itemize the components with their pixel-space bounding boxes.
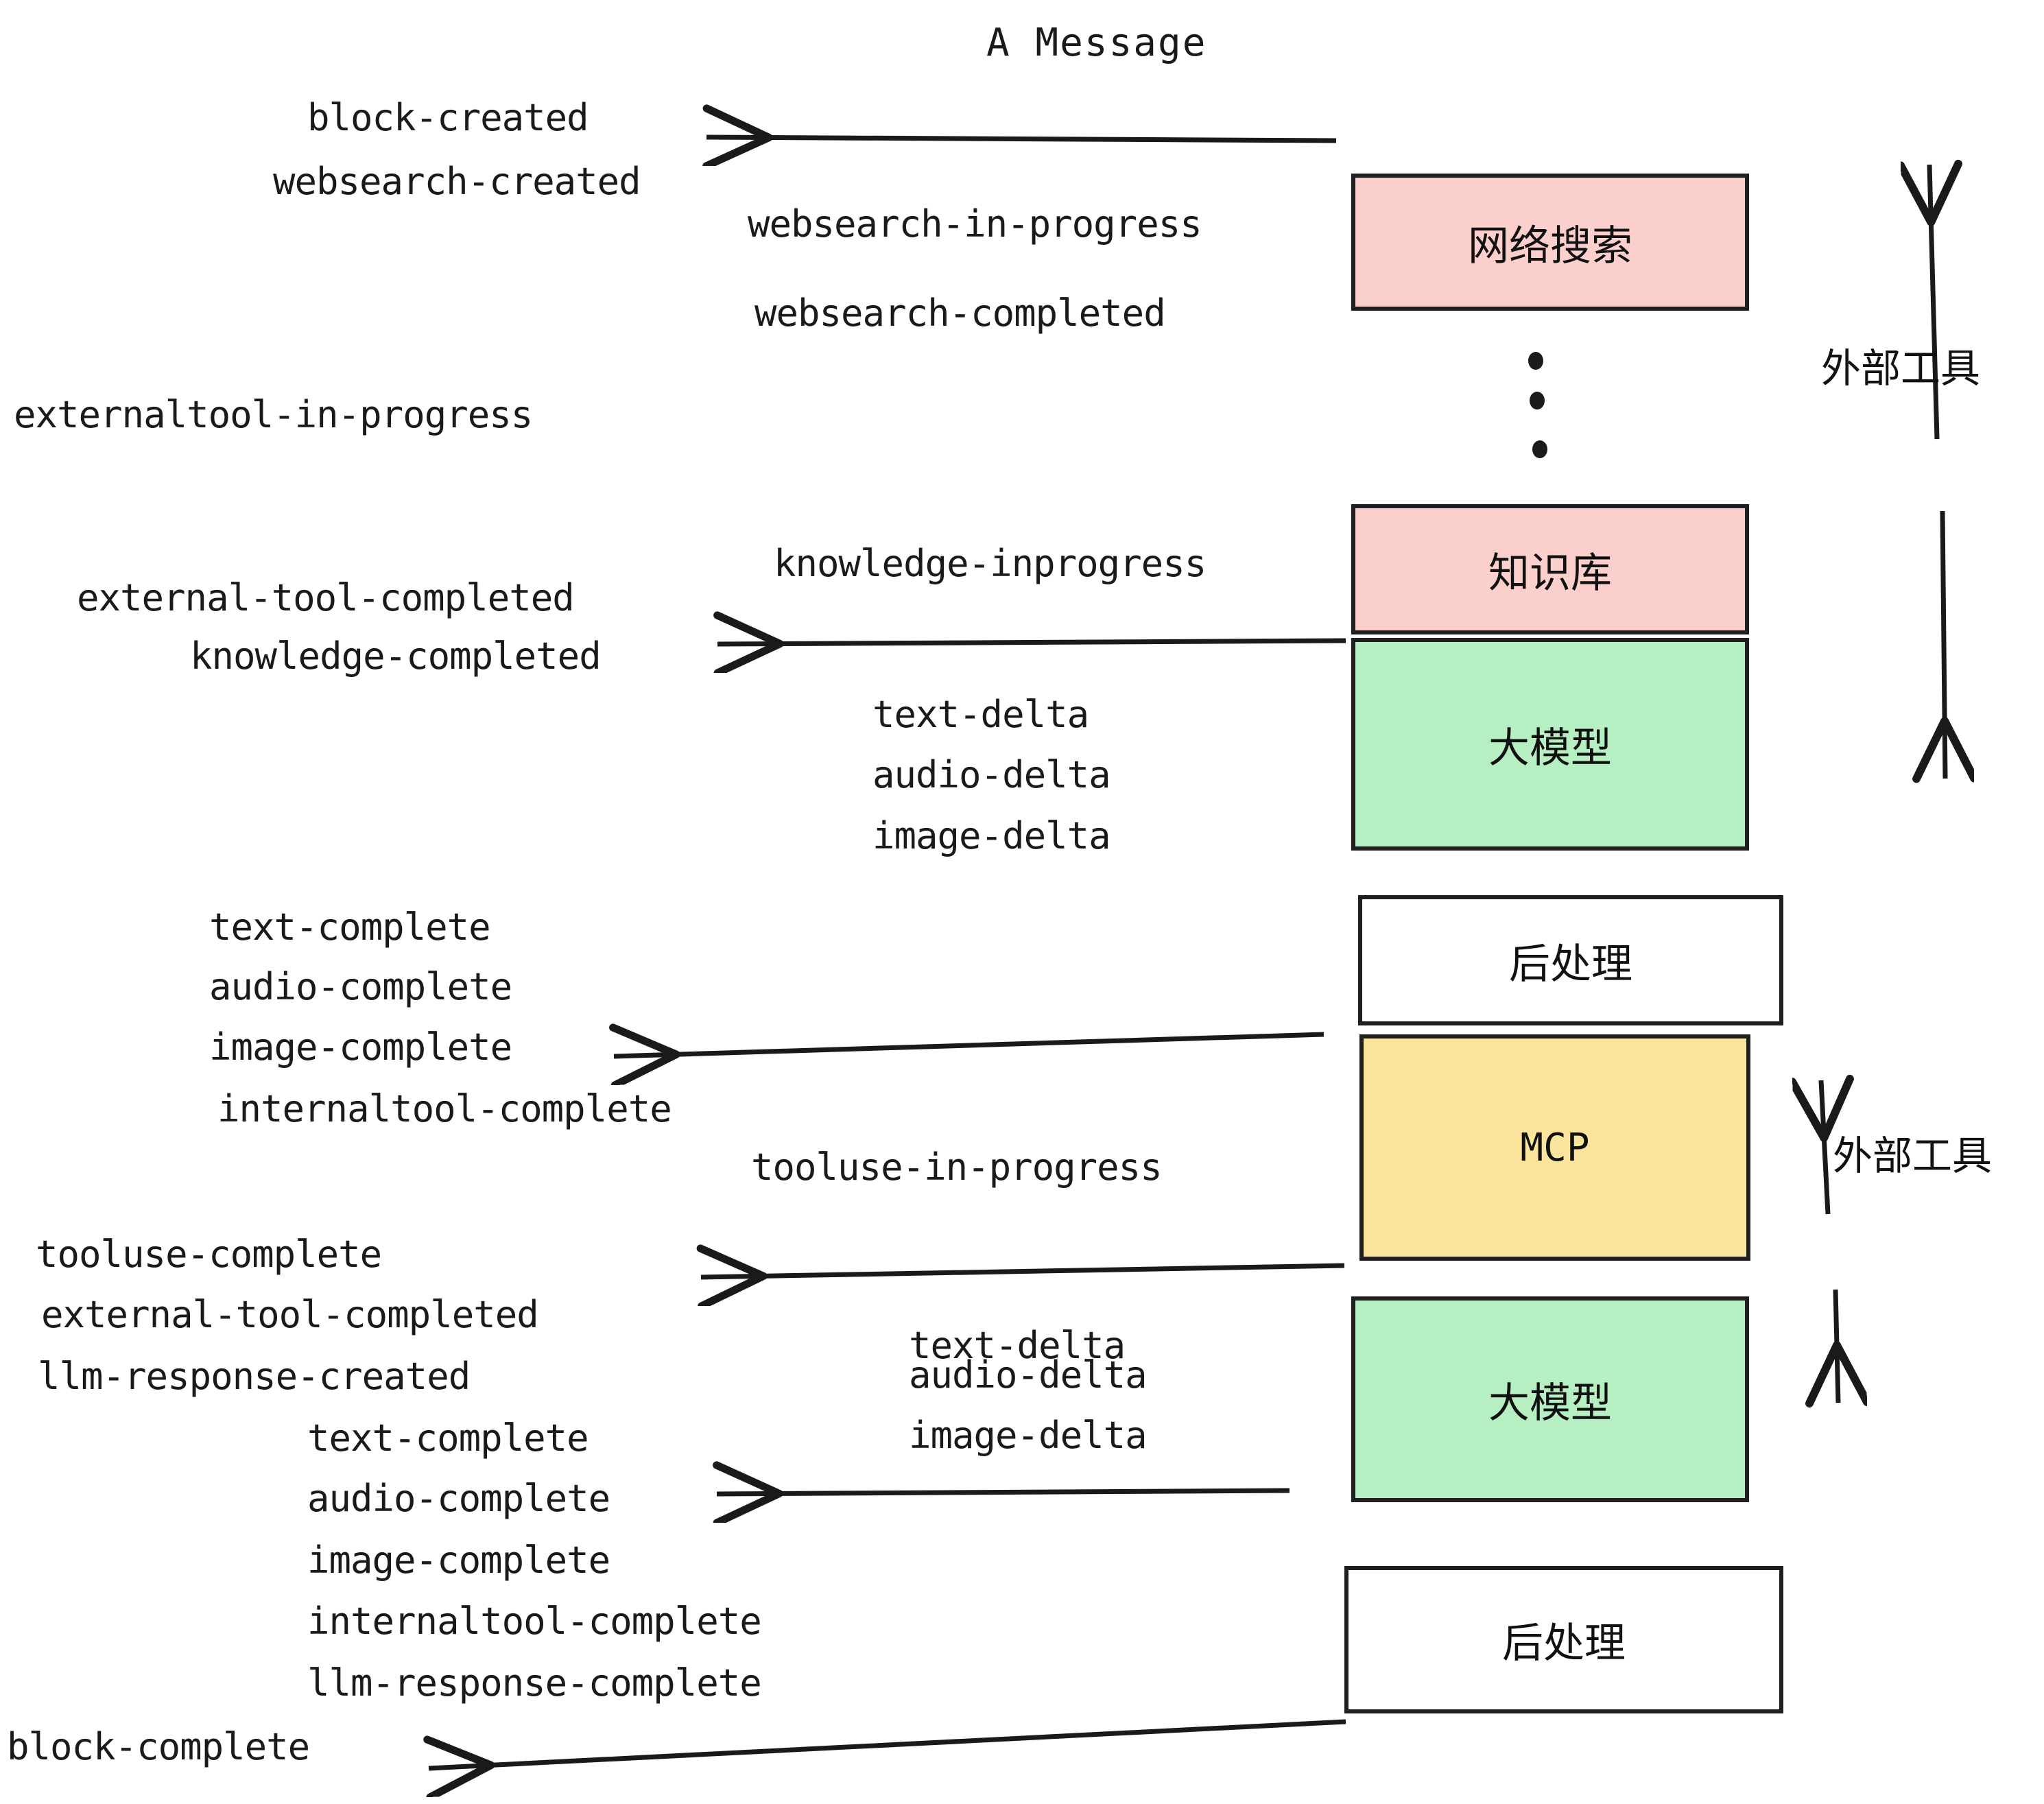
event-label-text-delta-1: text-delta [872,693,1089,736]
event-label-block-complete: block-complete [7,1725,310,1768]
event-label-websearch-completed: websearch-completed [754,292,1166,335]
node-mcp[interactable]: MCP [1359,1034,1750,1261]
event-label-external-tool-completed-2: external-tool-completed [41,1293,539,1336]
event-label-websearch-in-progress: websearch-in-progress [748,202,1202,246]
event-label-tooluse-in-progress: tooluse-in-progress [751,1146,1163,1189]
event-label-audio-complete-2: audio-complete [307,1477,610,1520]
ellipsis-dot-3 [1532,440,1547,458]
arrow-audio-complete [717,1491,1290,1494]
side-label-external-tools-bottom: 外部工具 [1833,1132,1993,1179]
event-label-audio-delta-1: audio-delta [872,753,1111,796]
event-label-image-delta-1: image-delta [872,814,1111,857]
event-label-image-complete-1: image-complete [209,1025,512,1069]
node-llm-1[interactable]: 大模型 [1351,638,1749,851]
event-label-image-delta-2: image-delta [909,1414,1148,1457]
event-label-websearch-created: websearch-created [273,160,641,203]
event-label-audio-complete-1: audio-complete [209,965,512,1008]
node-label: MCP [1520,1125,1590,1170]
event-label-external-tool-completed-1: external-tool-completed [77,576,575,619]
arrow-image-complete [614,1034,1324,1056]
event-label-internaltool-complete-1: internaltool-complete [217,1087,672,1130]
node-websearch[interactable]: 网络搜索 [1351,174,1749,311]
node-llm-2[interactable]: 大模型 [1351,1296,1749,1502]
node-post-1[interactable]: 后处理 [1358,895,1783,1025]
event-label-knowledge-completed: knowledge-completed [190,634,602,678]
node-label: 大模型 [1488,1379,1612,1427]
event-label-llm-response-created: llm-response-created [38,1355,471,1398]
node-label: 后处理 [1509,940,1632,988]
event-label-text-complete-1: text-complete [209,905,491,949]
event-label-externaltool-in-progress: externaltool-in-progress [14,393,533,436]
arrow-knowledge-completed [717,641,1346,644]
node-post-2[interactable]: 后处理 [1344,1566,1783,1713]
arrow-external-tools-top-down [1942,510,1945,779]
event-label-text-complete-2: text-complete [307,1416,589,1460]
node-label: 网络搜索 [1468,222,1632,270]
ellipsis-dot-2 [1530,392,1545,410]
node-label: 大模型 [1488,724,1612,772]
event-label-audio-delta-2: audio-delta [909,1353,1148,1397]
arrow-external-tools-top-up [1929,165,1937,440]
event-label-block-created: block-created [307,96,589,139]
event-label-llm-response-complete: llm-response-complete [307,1661,762,1705]
event-label-text-delta-2: text-delta [909,1324,1126,1367]
arrow-external-tools-bottom-down [1835,1289,1838,1403]
arrow-tooluse-complete [701,1266,1345,1277]
node-label: 后处理 [1502,1619,1626,1667]
arrow-external-tools-bottom-up [1821,1080,1828,1215]
node-knowledge[interactable]: 知识库 [1351,504,1749,634]
event-label-knowledge-inprogress: knowledge-inprogress [774,542,1207,585]
side-label-external-tools-top: 外部工具 [1821,345,1981,392]
node-label: 知识库 [1488,549,1612,597]
event-label-tooluse-complete: tooluse-complete [36,1233,382,1276]
arrow-block-created [706,137,1337,141]
page-title: A Message [986,21,1207,65]
arrow-block-complete [429,1719,1346,1768]
ellipsis-dot-1 [1528,352,1543,370]
event-label-image-complete-2: image-complete [307,1539,610,1582]
event-label-internaltool-complete-2: internaltool-complete [307,1600,762,1643]
